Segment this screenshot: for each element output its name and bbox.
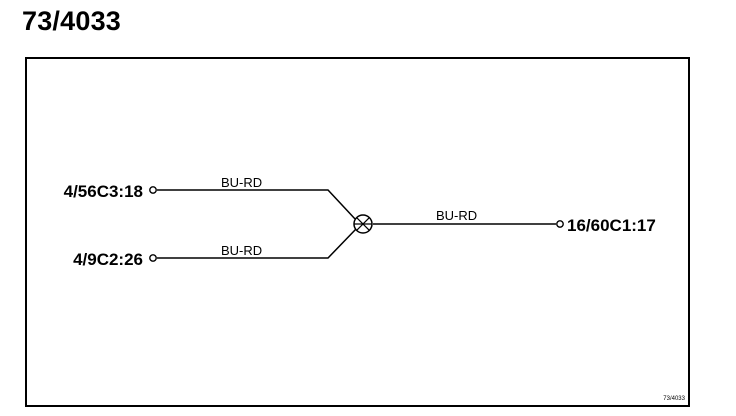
terminal-right-icon — [556, 220, 564, 228]
diagram-frame — [25, 57, 690, 407]
splice-icon — [353, 214, 373, 234]
connector-label-right: 16/60C1:17 — [567, 216, 656, 235]
terminal-left-bottom-icon — [149, 254, 157, 262]
connector-label-left-bottom: 4/9C2:26 — [73, 250, 143, 269]
page-title: 73/4033 — [22, 6, 121, 36]
wire-label-output: BU-RD — [436, 208, 477, 223]
terminal-left-top-icon — [149, 186, 157, 194]
wire-upper — [157, 189, 357, 221]
connector-label-left-top: 4/56C3:18 — [64, 182, 143, 201]
wire-lower — [157, 228, 357, 259]
footer-reference: 73/4033 — [663, 396, 685, 402]
wire-label-lower: BU-RD — [221, 243, 262, 258]
wire-label-upper: BU-RD — [221, 175, 262, 190]
